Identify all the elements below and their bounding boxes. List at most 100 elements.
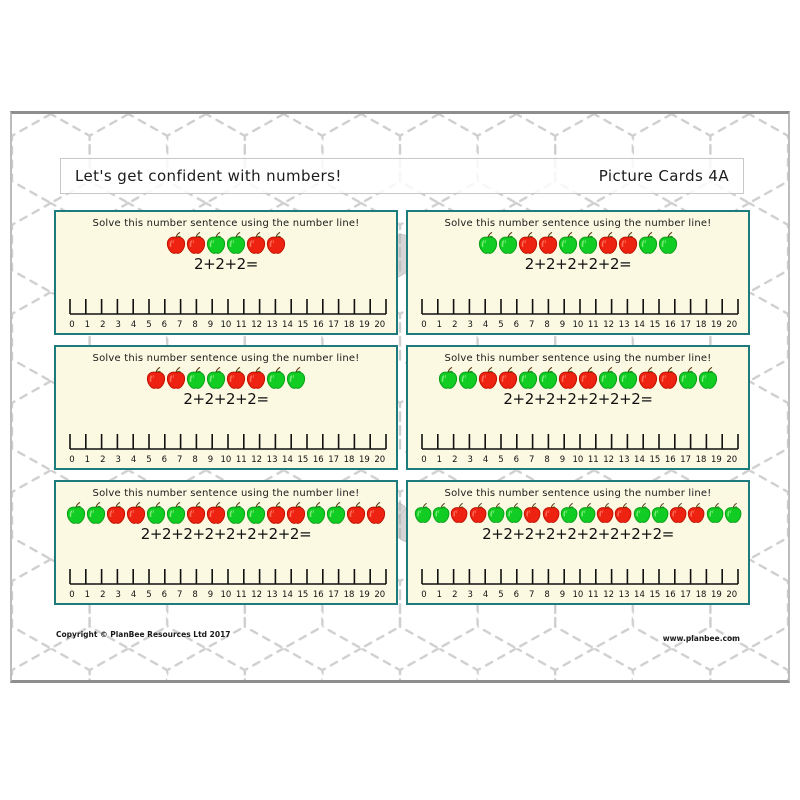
apple-green-icon <box>86 502 106 524</box>
number-line-tick-label: 10 <box>220 590 232 600</box>
number-line-tick-label: 15 <box>297 455 309 465</box>
number-line-tick-label: 0 <box>69 455 75 465</box>
picture-card[interactable]: Solve this number sentence using the num… <box>54 480 398 605</box>
number-line-tick-label: 4 <box>130 455 137 465</box>
number-line-tick-label: 16 <box>664 590 676 600</box>
apple-green-icon <box>518 367 538 389</box>
picture-card[interactable]: Solve this number sentence using the num… <box>406 345 750 470</box>
number-line-tick-label: 9 <box>559 320 566 330</box>
apple-green-icon <box>433 503 450 523</box>
number-line-tick-label: 5 <box>498 455 504 465</box>
number-line-tick-label: 19 <box>359 320 370 330</box>
page-title: Let's get confident with numbers! <box>75 167 342 185</box>
number-line-tick-label: 11 <box>587 590 599 600</box>
apple-red-icon <box>524 503 541 523</box>
number-line-tick-label: 10 <box>220 320 232 330</box>
apple-green-icon <box>478 232 498 254</box>
number-line-tick-label: 1 <box>84 320 91 330</box>
number-line-tick-label: 8 <box>192 590 198 600</box>
copyright-text: Copyright © PlanBee Resources Ltd 2017 <box>56 630 231 639</box>
number-line-tick-label: 10 <box>572 320 584 330</box>
number-line-tick-label: 5 <box>498 320 504 330</box>
number-line-tick-label: 1 <box>436 320 443 330</box>
apple-red-icon <box>638 367 658 389</box>
apple-red-icon <box>186 502 206 524</box>
worksheet-page: Let's get confident with numbers! Pictur… <box>10 111 790 683</box>
number-line-tick-label: 13 <box>618 590 630 600</box>
apple-red-icon <box>166 232 186 254</box>
apple-green-icon <box>658 232 678 254</box>
number-line-tick-label: 17 <box>680 320 692 330</box>
picture-cards-grid: Solve this number sentence using the num… <box>54 210 750 605</box>
number-line-tick-label: 13 <box>618 320 630 330</box>
apple-green-icon <box>326 502 346 524</box>
apple-green-icon <box>206 232 226 254</box>
apple-red-icon <box>518 232 538 254</box>
picture-card[interactable]: Solve this number sentence using the num… <box>54 345 398 470</box>
apple-red-icon <box>166 367 186 389</box>
number-line-tick-label: 1 <box>436 455 443 465</box>
apple-green-icon <box>633 503 651 523</box>
apple-red-icon <box>597 503 614 523</box>
number-line-tick-label: 8 <box>544 590 550 600</box>
number-line-tick-label: 20 <box>726 320 738 330</box>
number-line-tick-label: 19 <box>711 320 722 330</box>
number-line <box>69 299 387 315</box>
number-line-tick-label: 17 <box>328 320 340 330</box>
number-line-tick-label: 5 <box>146 590 152 600</box>
number-sentence: 2+2+2+2+2+2+2+2+2= <box>482 525 674 543</box>
number-line-tick-label: 20 <box>374 320 386 330</box>
picture-card[interactable]: Solve this number sentence using the num… <box>406 210 750 335</box>
apple-red-icon <box>206 502 226 524</box>
number-line-tick-label: 17 <box>680 455 692 465</box>
number-line-tick-label: 9 <box>559 455 566 465</box>
number-line <box>421 434 739 450</box>
number-line-tick-label: 14 <box>282 455 293 465</box>
apple-red-icon <box>186 232 206 254</box>
apple-green-icon <box>246 502 266 524</box>
card-prompt: Solve this number sentence using the num… <box>444 488 712 499</box>
apple-green-icon <box>724 503 742 523</box>
picture-card[interactable]: Solve this number sentence using the num… <box>54 210 398 335</box>
apple-red-icon <box>658 367 678 389</box>
number-line-tick-label: 1 <box>84 590 91 600</box>
number-line-tick-label: 8 <box>192 320 198 330</box>
number-sentence: 2+2+2+2+2+2+2+2= <box>140 525 312 543</box>
apple-green-icon <box>638 232 658 254</box>
apple-red-icon <box>578 367 598 389</box>
number-line-tick-label: 13 <box>266 590 278 600</box>
number-line-tick-label: 9 <box>559 590 566 600</box>
picture-card[interactable]: Solve this number sentence using the num… <box>406 480 750 605</box>
number-sentence: 2+2+2+2+2= <box>524 255 632 273</box>
number-line-tick-label: 10 <box>572 590 584 600</box>
number-line-tick-label: 2 <box>452 320 458 330</box>
apple-red-icon <box>246 367 266 389</box>
number-line-tick-label: 11 <box>235 320 247 330</box>
number-line-tick-label: 16 <box>312 320 324 330</box>
number-line-tick-label: 0 <box>69 590 75 600</box>
number-line-tick-label: 12 <box>251 320 263 330</box>
number-line-tick-label: 6 <box>513 590 520 600</box>
number-line-tick-label: 18 <box>695 320 707 330</box>
number-line-tick-label: 8 <box>544 455 550 465</box>
number-line-tick-label: 3 <box>115 455 121 465</box>
website-url[interactable]: www.planbee.com <box>662 634 740 643</box>
apple-green-icon <box>487 503 505 523</box>
number-line-tick-label: 0 <box>421 455 427 465</box>
number-line-tick-label: 9 <box>207 455 214 465</box>
number-line-tick-label: 12 <box>603 320 615 330</box>
apple-red-icon <box>106 502 126 524</box>
apple-red-icon <box>558 367 578 389</box>
apple-red-icon <box>538 232 558 254</box>
apple-row <box>62 502 390 524</box>
apple-red-icon <box>266 232 286 254</box>
apple-green-icon <box>414 503 432 523</box>
number-line-tick-label: 8 <box>544 320 550 330</box>
picture-cards-label: Picture Cards 4A <box>598 167 729 185</box>
number-line-tick-label: 5 <box>498 590 504 600</box>
